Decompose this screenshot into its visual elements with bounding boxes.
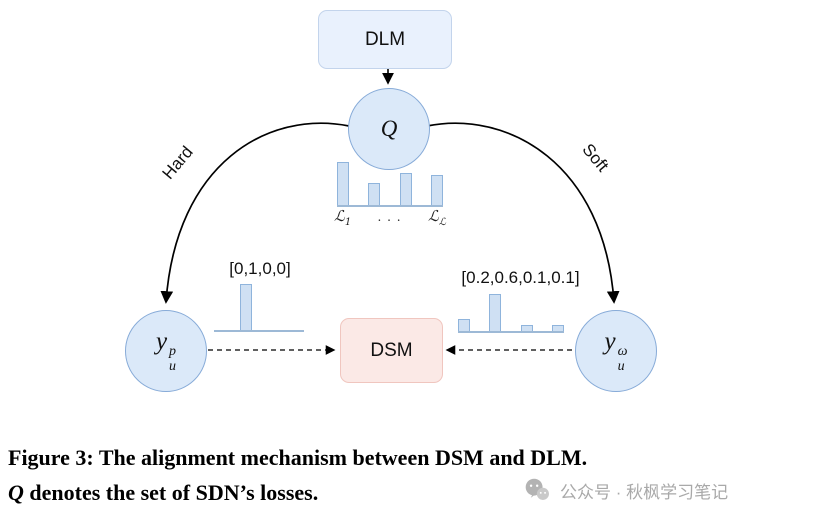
onehot-bar-chart	[214, 282, 304, 332]
onehot-vector-label: [0,1,0,0]	[229, 259, 291, 278]
loss-last-label: ℒℒ	[427, 207, 446, 228]
bar	[337, 162, 349, 205]
losses-bar-chart	[337, 160, 443, 207]
bar	[458, 319, 470, 331]
ellipsis: . . .	[377, 210, 402, 224]
watermark: 公众号 · 秋枫学习笔记	[524, 477, 728, 504]
bar	[430, 175, 443, 205]
caption-line1: Figure 3: The alignment mechanism betwee…	[8, 445, 588, 470]
bar	[520, 325, 533, 331]
losses-axis-labels: ℒ1 . . . ℒℒ	[334, 207, 446, 228]
dlm-label: DLM	[364, 28, 406, 50]
bar	[551, 325, 564, 331]
soft-vector-label: [0.2,0.6,0.1,0.1]	[461, 268, 580, 287]
wechat-icon	[525, 478, 549, 500]
q-label: Q	[380, 116, 398, 141]
dsm-node: DSM	[340, 318, 443, 383]
bar	[399, 173, 412, 205]
loss-first-label: ℒ1	[334, 207, 352, 228]
figure-caption: Figure 3: The alignment mechanism betwee…	[8, 440, 808, 510]
dlm-node: DLM	[318, 10, 452, 69]
hard-edge-label: Hard	[158, 142, 197, 183]
soft-bar-chart	[458, 293, 564, 333]
caption-q-symbol: Q	[8, 480, 24, 505]
bar	[240, 284, 252, 330]
soft-edge-label: Soft	[578, 139, 613, 176]
caption-line2-rest: denotes the set of SDN’s losses.	[23, 480, 319, 505]
caption-line2: Q denotes the set of SDN’s losses.	[8, 475, 808, 510]
bar	[489, 294, 502, 331]
bar	[368, 183, 381, 205]
watermark-text: 公众号 · 秋枫学习笔记	[560, 483, 729, 502]
q-node: Q	[348, 88, 430, 170]
dsm-label: DSM	[370, 339, 413, 361]
